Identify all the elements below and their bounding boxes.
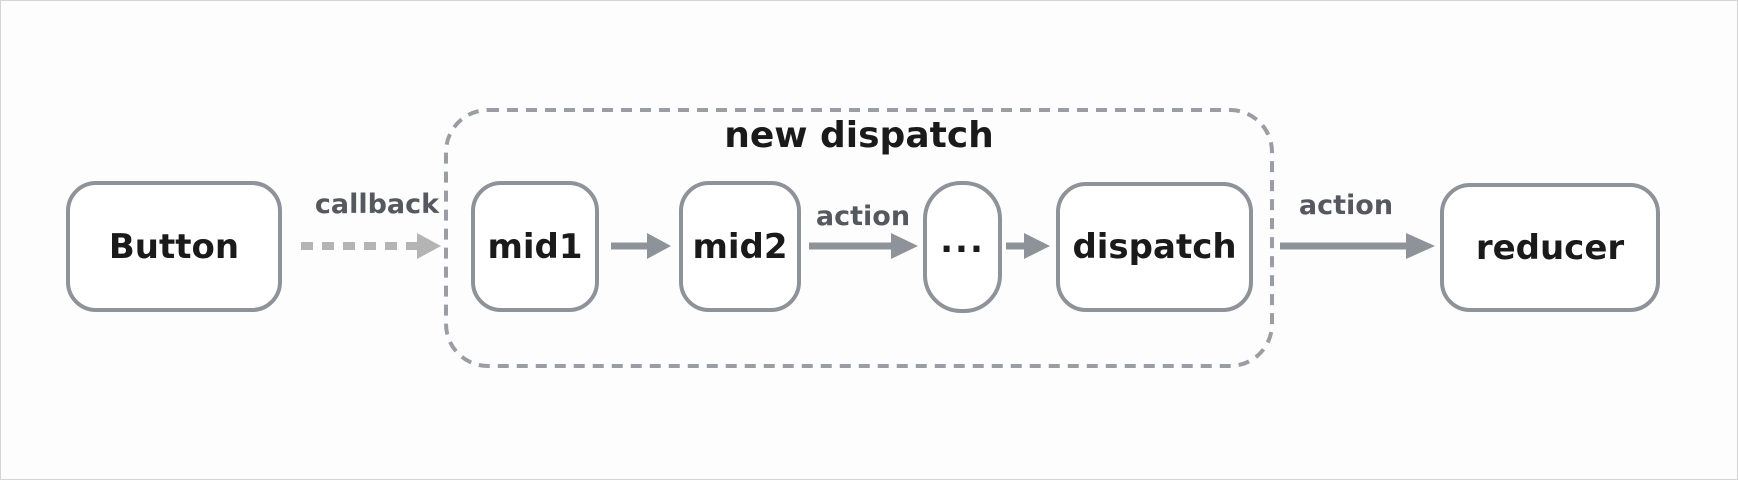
- node-ellipsis: ...: [923, 181, 1002, 313]
- node-reducer-label: reducer: [1475, 227, 1625, 268]
- node-mid2-label: mid2: [692, 226, 788, 267]
- edge-label-action-1: action: [815, 201, 911, 232]
- arrow-dispatch-to-reducer-icon: [1280, 233, 1435, 259]
- node-mid1: mid1: [471, 181, 599, 312]
- node-ellipsis-label: ...: [940, 221, 985, 261]
- node-reducer: reducer: [1440, 183, 1660, 312]
- node-mid1-label: mid1: [487, 226, 583, 267]
- node-dispatch: dispatch: [1056, 182, 1253, 312]
- arrow-ellipsis-to-dispatch-icon: [1006, 233, 1050, 259]
- node-mid2: mid2: [679, 181, 801, 312]
- callback-dashed-arrow-icon: [301, 233, 441, 259]
- node-button-label: Button: [108, 226, 240, 267]
- group-outline: [444, 108, 1274, 368]
- edge-label-callback: callback: [314, 189, 440, 220]
- node-dispatch-label: dispatch: [1072, 227, 1237, 267]
- arrow-mid2-to-ellipsis-icon: [809, 233, 918, 259]
- edge-label-action-2: action: [1298, 190, 1394, 221]
- node-button: Button: [66, 181, 282, 312]
- group-title: new dispatch: [724, 115, 994, 156]
- arrow-mid1-to-mid2-icon: [611, 233, 671, 259]
